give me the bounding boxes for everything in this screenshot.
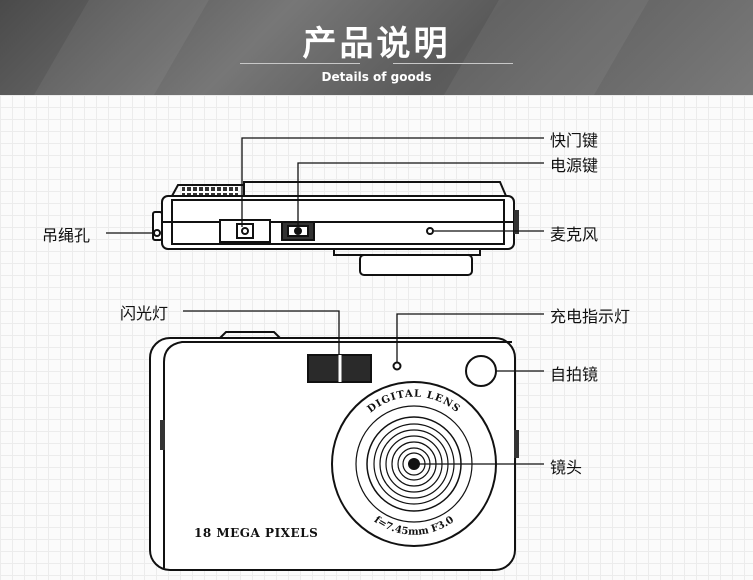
callout-lines xyxy=(106,137,544,465)
left-side-grip xyxy=(160,420,165,450)
megapixels-text: 18 MEGA PIXELS xyxy=(194,526,318,540)
strap-hole xyxy=(153,229,161,237)
title-rule-right xyxy=(393,63,513,64)
lens-center xyxy=(408,458,420,470)
right-side-button xyxy=(514,430,519,458)
top-inner-outline xyxy=(171,199,505,245)
top-plate xyxy=(243,181,507,197)
label-strap-hole: 吊绳孔 xyxy=(42,226,91,245)
charge-indicator-dot xyxy=(392,361,402,371)
label-lens: 镜头 xyxy=(550,458,583,477)
label-shutter-button: 快门键 xyxy=(550,131,599,150)
front-inner-edge xyxy=(163,341,512,568)
page-subtitle: Details of goods xyxy=(321,70,432,84)
top-dial-knurl xyxy=(182,187,238,195)
power-button-dot xyxy=(294,227,302,235)
camera-top-view xyxy=(152,181,519,276)
callout-line-shutter xyxy=(241,137,544,227)
callout-line-power xyxy=(297,162,544,227)
front-top-dial xyxy=(219,331,281,339)
microphone-dot xyxy=(426,227,434,235)
label-flash: 闪光灯 xyxy=(120,304,169,323)
shutter-button-dot xyxy=(241,227,249,235)
title-rule-left xyxy=(240,63,360,64)
side-button xyxy=(514,210,519,234)
header-banner: 产品说明 Details of goods xyxy=(0,0,753,95)
label-charge-indicator: 充电指示灯 xyxy=(550,307,631,326)
lens-barrel-extension xyxy=(359,254,473,276)
callout-line-flash xyxy=(183,310,340,355)
label-microphone: 麦克风 xyxy=(550,225,599,244)
label-selfie-mirror: 自拍镜 xyxy=(550,365,599,384)
camera-front-view: DIGITAL LENS f=7.45mm F3.0 18 MEGA PIXEL… xyxy=(149,331,519,571)
callout-line-charge xyxy=(396,313,544,362)
label-power-button: 电源键 xyxy=(550,156,599,175)
page-title: 产品说明 xyxy=(302,24,451,64)
selfie-mirror-shape xyxy=(465,355,497,387)
